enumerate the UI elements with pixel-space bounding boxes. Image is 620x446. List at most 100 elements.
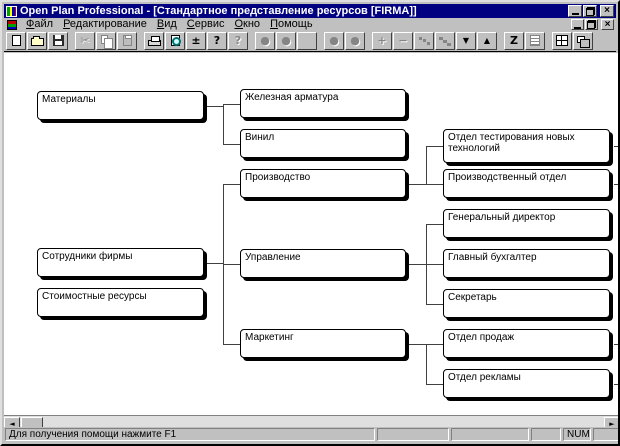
cascade-window-icon [577, 35, 590, 48]
tile-windows-button[interactable] [552, 31, 572, 50]
context-help-icon: ? [234, 34, 242, 47]
child-restore-button[interactable] [585, 19, 598, 30]
resource-node[interactable]: Управление [240, 249, 406, 278]
resource-node[interactable]: Отдел продаж [443, 329, 610, 358]
resource-node[interactable]: Генеральный директор [443, 209, 610, 238]
save-icon [52, 35, 64, 46]
connector-line [426, 344, 443, 345]
print-preview-button[interactable] [165, 31, 185, 50]
connector-line [223, 104, 240, 105]
milestone-arch-button [297, 31, 317, 50]
print-button[interactable] [144, 31, 164, 50]
connector-line [426, 224, 443, 225]
activity-circle-icon: ● [260, 34, 270, 47]
close-button[interactable]: × [600, 5, 614, 17]
resource-node[interactable]: Железная арматура [240, 89, 406, 118]
scroll-right-icon: ► [609, 419, 615, 428]
status-bar: Для получения помощи нажмите F1 NUM [4, 427, 618, 442]
connector-line [426, 184, 443, 185]
activity-circle-button: ● [255, 31, 275, 50]
menu-window[interactable]: Окно [234, 18, 261, 30]
restore-icon [585, 6, 595, 16]
connector-line [409, 344, 426, 345]
activity-circle-detail-button: ● [276, 31, 296, 50]
connector-line [614, 344, 618, 345]
new-document-icon [11, 35, 21, 46]
resource-node[interactable]: Производство [240, 169, 406, 198]
steps-icon [439, 36, 443, 40]
move-up-button[interactable]: ▲ [477, 31, 497, 50]
resource-node[interactable]: Секретарь [443, 289, 610, 318]
resource-circle-icon: ● [329, 34, 339, 47]
child-minimize-icon [574, 26, 581, 29]
activity-circle-detail-icon: ● [281, 34, 291, 47]
resource-node[interactable]: Стоимостные ресурсы [37, 288, 204, 317]
resource-circle-button: ● [324, 31, 344, 50]
child-minimize-button[interactable] [571, 19, 584, 30]
save-button[interactable] [48, 31, 68, 50]
resource-node[interactable]: Отдел тестирования новых технологий [443, 129, 610, 163]
connector-line [223, 104, 224, 144]
connector-line [426, 344, 427, 384]
move-up-icon: ▲ [483, 35, 491, 45]
menu-bar: Файл Редактирование Вид Сервис Окно Помо… [4, 18, 616, 31]
open-file-button[interactable] [27, 31, 47, 50]
remove-item-button: − [393, 31, 413, 50]
connector-line [426, 146, 427, 184]
open-file-icon [30, 36, 44, 46]
minimize-button[interactable] [568, 5, 582, 17]
connector-line [223, 344, 240, 345]
move-down-button[interactable]: ▼ [456, 31, 476, 50]
resource-node[interactable]: Винил [240, 129, 406, 158]
remove-item-icon: − [398, 34, 408, 47]
resources-button[interactable]: ± [186, 31, 206, 50]
menu-edit[interactable]: Редактирование [63, 18, 147, 30]
connector-line [614, 184, 618, 185]
print-preview-icon [170, 35, 181, 46]
paste-icon [122, 35, 132, 46]
menu-file[interactable]: Файл [26, 18, 54, 30]
child-window-icon[interactable] [7, 19, 17, 30]
link-nodes-button [414, 31, 434, 50]
connector-line [207, 263, 223, 264]
resource-node[interactable]: Материалы [37, 91, 204, 120]
num-lock-indicator: NUM [563, 428, 591, 441]
restore-button[interactable] [583, 5, 597, 17]
child-restore-icon [587, 20, 596, 29]
connector-line [207, 106, 223, 107]
resource-node[interactable]: Отдел рекламы [443, 369, 610, 398]
menu-help[interactable]: Помощь [270, 18, 313, 30]
new-document-button[interactable] [6, 31, 26, 50]
help-button[interactable]: ? [207, 31, 227, 50]
resource-node[interactable]: Главный бухгалтер [443, 249, 610, 278]
resources-icon: ± [191, 34, 201, 47]
notes-icon [530, 35, 540, 46]
cascade-window-button[interactable] [573, 31, 593, 50]
child-close-icon: × [604, 18, 611, 30]
add-item-icon: + [377, 34, 387, 47]
resource-circle-filled-icon: ● [350, 34, 360, 47]
connector-line [223, 264, 240, 265]
sort-icon: Z [510, 34, 518, 47]
child-close-button[interactable]: × [601, 19, 614, 30]
connector-line [409, 264, 426, 265]
status-panel-2 [451, 428, 529, 441]
connector-line [614, 384, 618, 385]
window-title: Open Plan Professional - [Стандартное пр… [20, 5, 417, 17]
tile-windows-icon [556, 35, 568, 46]
minimize-icon [571, 13, 579, 15]
resource-node[interactable]: Производственный отдел [443, 169, 610, 198]
link-nodes-icon [418, 37, 422, 40]
menu-view[interactable]: Вид [156, 18, 177, 30]
sort-button[interactable]: Z [504, 31, 524, 50]
status-message: Для получения помощи нажмите F1 [5, 428, 375, 441]
close-icon: × [604, 5, 610, 16]
title-bar[interactable]: Open Plan Professional - [Стандартное пр… [4, 4, 616, 18]
resource-node[interactable]: Маркетинг [240, 329, 406, 358]
notes-button [525, 31, 545, 50]
scroll-left-icon: ◄ [9, 419, 15, 428]
toolbar: ✂±??●●●●+−▼▲Z [4, 31, 616, 52]
resource-node[interactable]: Сотрудники фирмы [37, 248, 204, 277]
menu-tools[interactable]: Сервис [186, 18, 225, 30]
